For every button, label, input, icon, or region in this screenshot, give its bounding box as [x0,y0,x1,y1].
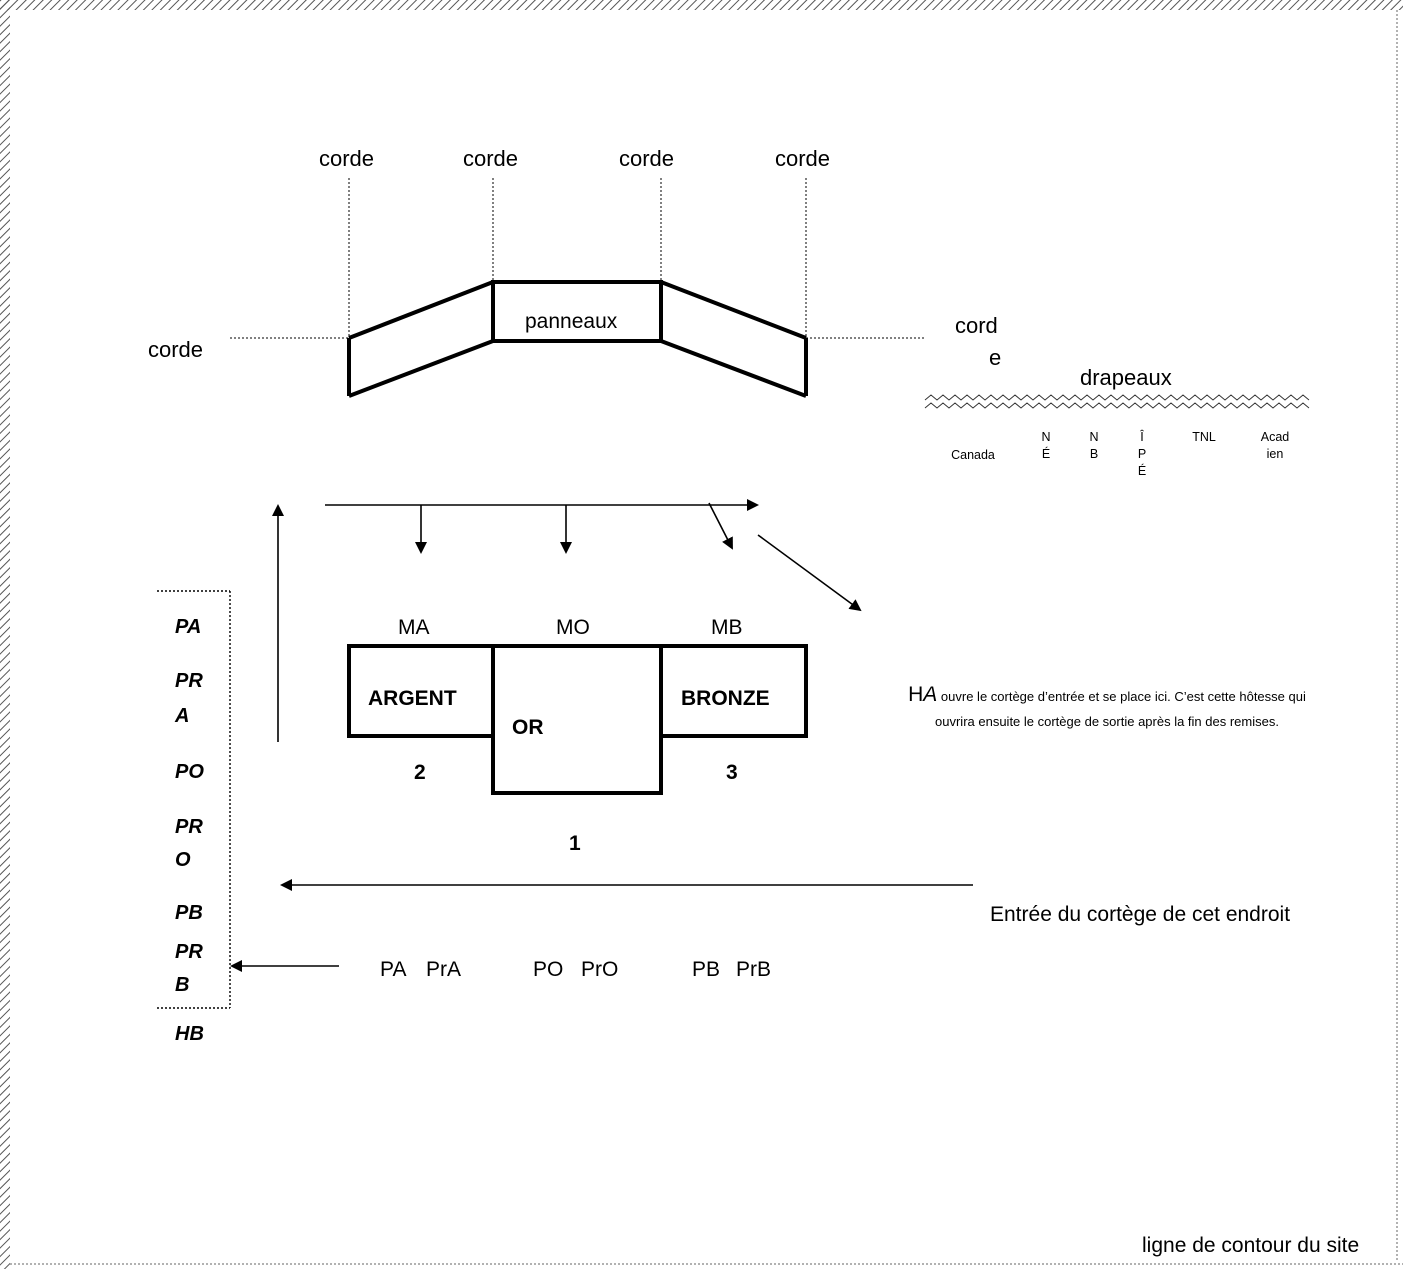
entry-label: Entrée du cortège de cet endroit [990,903,1291,926]
rope-lines [230,178,925,339]
flag-acadien-line-1: Acad [1260,430,1290,444]
flag-acadien: Acad ien [1255,429,1295,463]
panels-label: panneaux [525,310,618,333]
flag-ipe-line-3: É [1137,463,1147,478]
flag-nb: N B [1084,429,1104,463]
bottom-po: PO [533,958,564,981]
flag-acadien-line-2: ien [1266,446,1284,461]
queue-hb: HB [175,1023,204,1045]
medal-label-ma: MA [398,616,430,639]
place-number-1: 1 [569,832,581,855]
flag-ne: N É [1036,429,1056,463]
queue-pa: PA [175,616,202,638]
bottom-pro: PrO [581,958,619,981]
bottom-pa: PA [380,958,407,981]
bottom-prb: PrB [736,958,772,981]
queue-pb: PB [175,902,203,924]
flag-nb-line-1: N [1089,430,1099,444]
rope-label-1: corde [319,146,375,171]
flag-nb-line-2: B [1089,446,1099,461]
flag-ipe-line-1: Î [1140,430,1144,444]
rope-label-left: corde [148,337,204,362]
panels-structure [347,280,808,398]
queue-prb-1: PR [175,941,203,963]
queue-pra-1: PR [175,670,203,692]
hostess-note-a: A [923,683,938,706]
rope-label-3: corde [619,146,675,171]
bottom-pra: PrA [426,958,462,981]
step-or: OR [512,716,544,739]
rope-label-2: corde [463,146,519,171]
queue-pro-2: O [175,849,191,871]
flag-tnl: TNL [1186,429,1222,446]
hostess-note: HA ouvre le cortège d’entrée et se place… [842,678,1372,732]
hostess-note-text-1: ouvre le cortège d’entrée et se place ic… [937,689,1306,704]
hostess-note-line-2: ouvrira ensuite le cortège de sortie apr… [935,713,1279,729]
flag-ipe: Î P É [1132,429,1152,480]
step-bronze: BRONZE [681,687,770,710]
rope-label-right-2: e [989,345,1002,370]
flag-canada-line: Canada [951,448,995,462]
flag-ne-line-2: É [1041,446,1051,461]
queue-po: PO [175,761,204,783]
rope-label-4: corde [775,146,831,171]
place-number-2: 2 [414,761,426,784]
bottom-pb: PB [692,958,721,981]
flag-tnl-line: TNL [1192,430,1216,444]
medal-label-mo: MO [556,616,590,639]
place-number-3: 3 [726,761,738,784]
flags-title: drapeaux [1080,365,1172,390]
queue-pro-1: PR [175,816,203,838]
queue-prb-2: B [175,974,190,996]
hostess-note-line-1: HA ouvre le cortège d’entrée et se place… [842,678,1372,712]
flags-line [924,394,1310,409]
procession-arrows [230,499,973,972]
step-argent: ARGENT [368,687,457,710]
flag-ne-line-1: N [1041,430,1051,444]
queue-bracket [157,590,231,1009]
medal-label-mb: MB [711,616,743,639]
podium [347,644,808,795]
hostess-note-h: H [908,683,924,706]
site-outline-label: ligne de contour du site [1142,1234,1360,1257]
queue-pra-2: A [175,705,190,727]
rope-label-right-1: cord [955,313,998,338]
flag-canada: Canada [943,447,1003,464]
flag-ipe-line-2: P [1137,446,1147,461]
